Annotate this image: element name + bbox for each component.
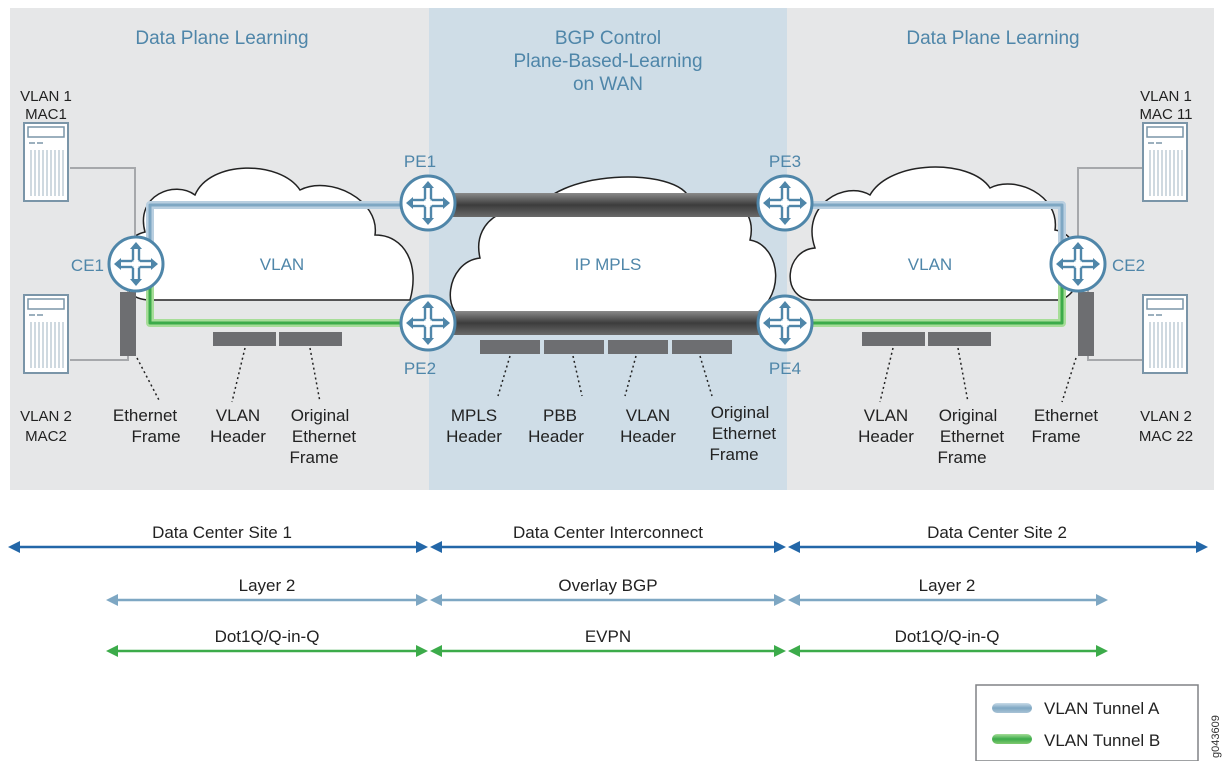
frame-label-right-original-1: Original (939, 406, 998, 425)
span-label-evpn: EVPN (585, 627, 631, 646)
router-pe2-icon (399, 294, 457, 352)
span-label-interconnect: Data Center Interconnect (513, 523, 703, 542)
router-ce2-icon (1049, 235, 1107, 293)
legend: VLAN Tunnel A VLAN Tunnel B (975, 684, 1199, 761)
span-arrows-row1 (8, 541, 1208, 553)
server-right-bottom-icon (1142, 294, 1188, 374)
host-right-top-vlan: VLAN 1 (1140, 88, 1192, 105)
tunnel-b-path (146, 280, 1066, 327)
cloud-center-label: IP MPLS (575, 255, 642, 274)
frame-label-left-original-1: Original (291, 406, 350, 425)
router-pe4-label: PE4 (769, 359, 801, 378)
frame-label-center-pbb-2: Header (528, 427, 584, 446)
frame-label-center-original-1: Original (711, 403, 770, 422)
zone-center-title-line2: Plane-Based-Learning (513, 51, 702, 72)
legend-tunnel-a-label: VLAN Tunnel A (1044, 699, 1160, 718)
header-bars-center (480, 340, 732, 354)
frame-label-center-vlan-1: VLAN (626, 406, 670, 425)
span-label-site1: Data Center Site 1 (152, 523, 292, 542)
router-pe3-label: PE3 (769, 152, 801, 171)
ethernet-frame-right (1078, 292, 1094, 356)
span-label-layer2-left: Layer 2 (239, 576, 296, 595)
span-label-dot1q-left: Dot1Q/Q-in-Q (215, 627, 320, 646)
frame-label-left-original-3: Frame (289, 448, 338, 467)
router-pe4-icon (756, 294, 814, 352)
header-bars-right (862, 332, 991, 346)
frame-label-right-vlan-1: VLAN (864, 406, 908, 425)
frame-label-right-vlan-2: Header (858, 427, 914, 446)
frame-label-right-ethernet-2: Frame (1031, 427, 1080, 446)
span-arrows-row3 (106, 645, 1108, 657)
legend-tunnel-a-swatch (992, 703, 1032, 713)
server-right-top-icon (1142, 122, 1188, 202)
router-pe2-label: PE2 (404, 359, 436, 378)
zone-left-title: Data Plane Learning (135, 28, 308, 49)
leader-lines (136, 347, 1077, 403)
frame-label-left-ethernet-1: Ethernet (113, 406, 178, 425)
frame-label-center-original-3: Frame (709, 445, 758, 464)
figure-id: g043609 (1210, 715, 1222, 758)
frame-label-left-vlan-2: Header (210, 427, 266, 446)
host-left-top-vlan: VLAN 1 (20, 88, 72, 105)
router-ce2-label: CE2 (1112, 256, 1145, 275)
host-right-bottom-vlan: VLAN 2 (1140, 408, 1192, 425)
frame-label-center-mpls-1: MPLS (451, 406, 497, 425)
host-left-top-mac: MAC1 (25, 106, 67, 123)
router-ce1-label: CE1 (71, 256, 104, 275)
span-label-dot1q-right: Dot1Q/Q-in-Q (895, 627, 1000, 646)
frame-label-left-vlan-1: VLAN (216, 406, 260, 425)
router-pe3-icon (756, 174, 814, 232)
zone-center-title-line3: on WAN (573, 74, 643, 95)
host-left-bottom-mac: MAC2 (25, 428, 67, 445)
frame-label-right-original-3: Frame (937, 448, 986, 467)
span-label-site2: Data Center Site 2 (927, 523, 1067, 542)
cloud-right-label: VLAN (908, 255, 952, 274)
zone-center-title-line1: BGP Control (555, 28, 661, 49)
mpls-pipe-top (440, 193, 780, 217)
legend-tunnel-b-swatch (992, 734, 1032, 744)
header-bars-left (213, 332, 342, 346)
frame-label-center-mpls-2: Header (446, 427, 502, 446)
span-arrows-row2 (106, 594, 1108, 606)
legend-tunnel-b-label: VLAN Tunnel B (1044, 731, 1160, 750)
server-left-bottom-icon (23, 294, 69, 374)
frame-label-right-ethernet-1: Ethernet (1034, 406, 1099, 425)
router-ce1-icon (107, 235, 165, 293)
frame-label-left-original-2: Ethernet (292, 427, 357, 446)
frame-label-right-original-2: Ethernet (940, 427, 1005, 446)
host-left-bottom-vlan: VLAN 2 (20, 408, 72, 425)
ethernet-frame-left (120, 292, 136, 356)
mpls-pipe-bottom (440, 311, 780, 335)
router-pe1-label: PE1 (404, 152, 436, 171)
router-pe1-icon (399, 174, 457, 232)
span-label-overlay-bgp: Overlay BGP (558, 576, 657, 595)
frame-label-center-pbb-1: PBB (543, 406, 577, 425)
cloud-left-label: VLAN (260, 255, 304, 274)
frame-label-left-ethernet-2: Frame (131, 427, 180, 446)
host-right-top-mac: MAC 11 (1139, 106, 1192, 123)
server-left-top-icon (23, 122, 69, 202)
frame-label-center-original-2: Ethernet (712, 424, 777, 443)
frame-label-center-vlan-2: Header (620, 427, 676, 446)
span-label-layer2-right: Layer 2 (919, 576, 976, 595)
host-right-bottom-mac: MAC 22 (1139, 428, 1193, 445)
zone-right-title: Data Plane Learning (906, 28, 1079, 49)
